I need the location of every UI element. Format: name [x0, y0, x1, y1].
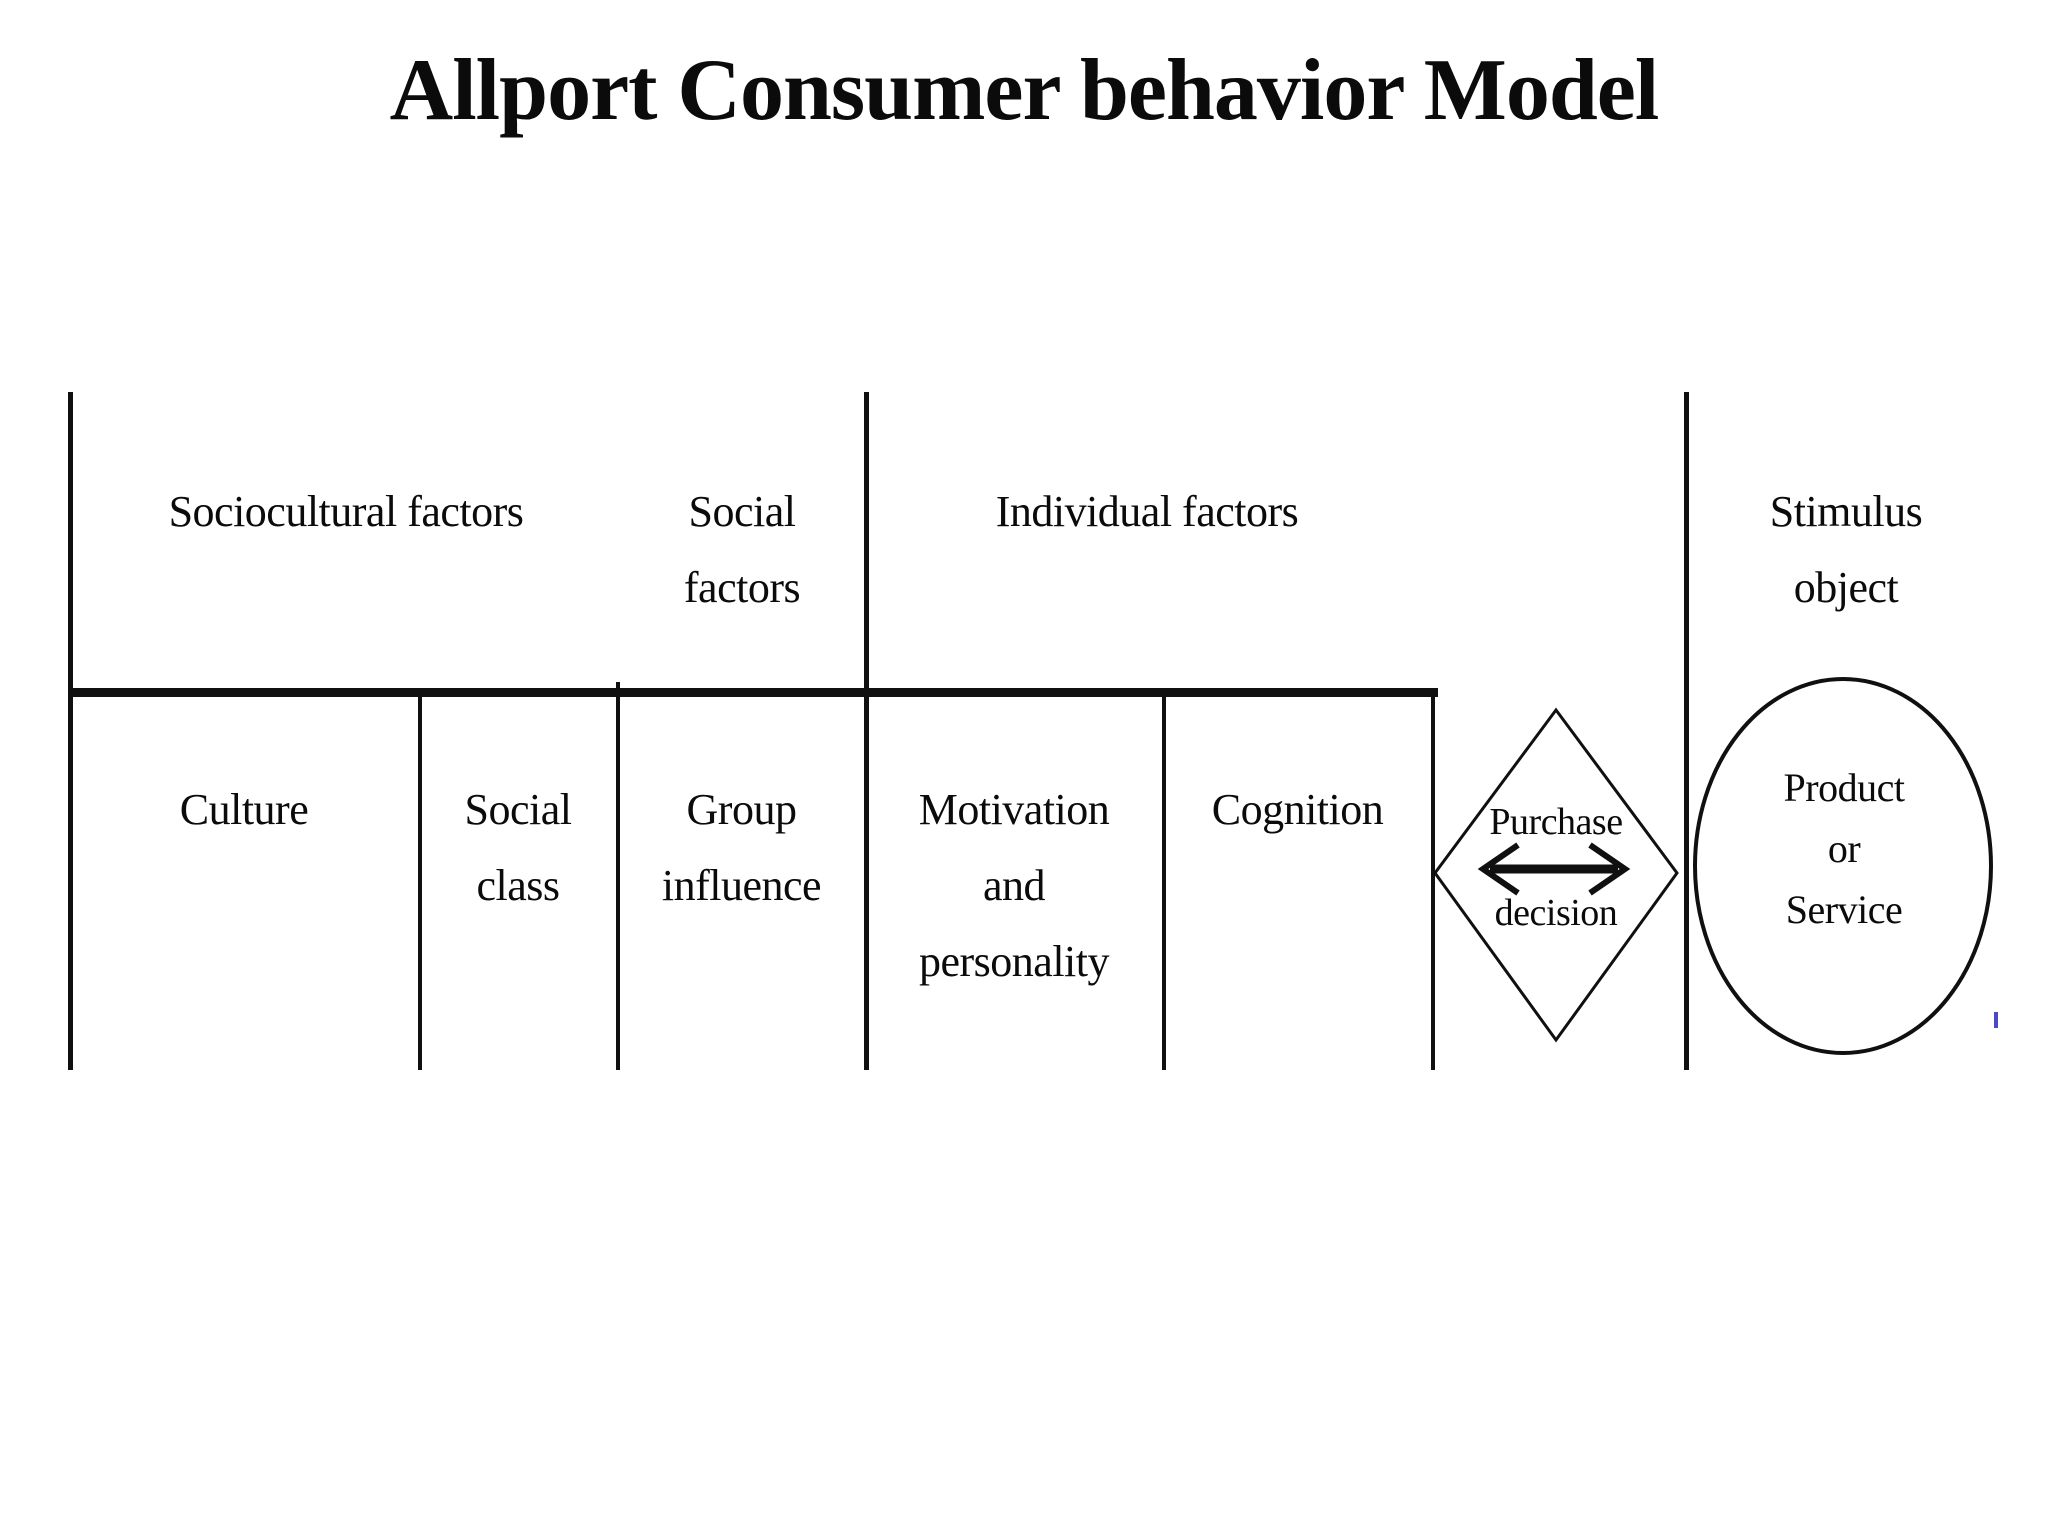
cell-motivation-line1: Motivation [918, 785, 1110, 834]
cell-culture-line: Culture [179, 785, 309, 834]
cell-motivation-and-personality: Motivation and personality [866, 772, 1162, 1000]
header-sociocultural-factors-line: Sociocultural factors [168, 487, 524, 536]
table-header-rule [68, 688, 1438, 697]
header-stimulus-object: Stimulus object [1690, 474, 2002, 626]
cell-culture: Culture [70, 772, 418, 848]
purchase-decision-diamond [1433, 707, 1679, 1043]
cell-cognition-line: Cognition [1211, 785, 1384, 834]
header-individual-factors: Individual factors [867, 474, 1427, 550]
product-service-label: Product or Service [1698, 757, 1990, 940]
cell-cognition: Cognition [1164, 772, 1431, 848]
product-label: Product [1783, 765, 1905, 810]
service-label: Service [1785, 887, 1903, 932]
table-border-left [68, 392, 73, 1070]
purchase-decision-label-bottom: decision [1456, 890, 1656, 936]
or-label: or [1827, 826, 1861, 871]
header-social-factors-line2: factors [683, 563, 801, 612]
decision-label: decision [1494, 892, 1618, 934]
divider-socialclass-groupinfluence [616, 682, 620, 1070]
cell-social-class: Social class [420, 772, 616, 924]
divider-cognition-decision [1431, 689, 1435, 1070]
cell-social-class-line2: class [476, 861, 560, 910]
divider-sociocultural-individual [864, 392, 869, 1070]
purchase-decision-label-top: Purchase [1456, 799, 1656, 845]
header-sociocultural-factors: Sociocultural factors [86, 474, 606, 550]
cell-motivation-line3: personality [918, 937, 1110, 986]
double-headed-arrow-icon [1477, 842, 1631, 896]
purchase-label: Purchase [1489, 801, 1623, 843]
divider-motivation-cognition [1162, 689, 1166, 1070]
cell-group-influence-line1: Group [686, 785, 797, 834]
cell-group-influence: Group influence [618, 772, 865, 924]
divider-culture-socialclass [418, 689, 422, 1070]
header-social-factors-line1: Social [688, 487, 796, 536]
divider-individual-stimulus [1684, 392, 1689, 1070]
cell-social-class-line1: Social [464, 785, 572, 834]
header-stimulus-object-line2: object [1793, 563, 1899, 612]
header-stimulus-object-line1: Stimulus [1769, 487, 1923, 536]
page-title: Allport Consumer behavior Model [389, 42, 1660, 139]
header-individual-factors-line: Individual factors [995, 487, 1299, 536]
header-social-factors: Social factors [616, 474, 868, 626]
cell-group-influence-line2: influence [661, 861, 822, 910]
cell-motivation-line2: and [982, 861, 1046, 910]
